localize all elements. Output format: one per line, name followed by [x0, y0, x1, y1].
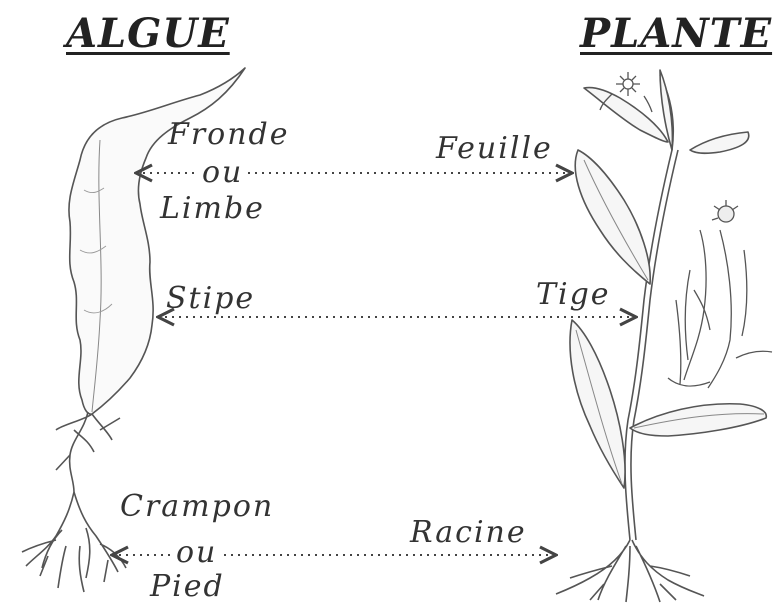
label-tige: Tige: [536, 280, 611, 310]
plant-flower-cluster: [668, 200, 772, 388]
label-feuille: Feuille: [436, 134, 553, 164]
algae-stipe: [56, 412, 112, 492]
label-pied: Pied: [150, 572, 225, 602]
label-crampon-ou: ou: [172, 538, 221, 568]
plant-leaf-lower: [570, 320, 625, 488]
label-stipe: Stipe: [166, 284, 255, 314]
title-plante: PLANTE: [580, 10, 772, 57]
plant-leaf-right: [630, 404, 766, 436]
title-algue: ALGUE: [66, 10, 230, 57]
label-racine: Racine: [410, 518, 527, 548]
algae-holdfast: [22, 492, 126, 592]
label-crampon: Crampon: [120, 492, 274, 522]
plant-illustration: [556, 70, 772, 602]
plant-leaf-top: [584, 87, 668, 142]
plant-roots: [556, 540, 704, 602]
label-fronde-ou: ou: [198, 158, 247, 188]
label-fronde: Fronde: [168, 120, 290, 150]
label-limbe: Limbe: [160, 194, 265, 224]
